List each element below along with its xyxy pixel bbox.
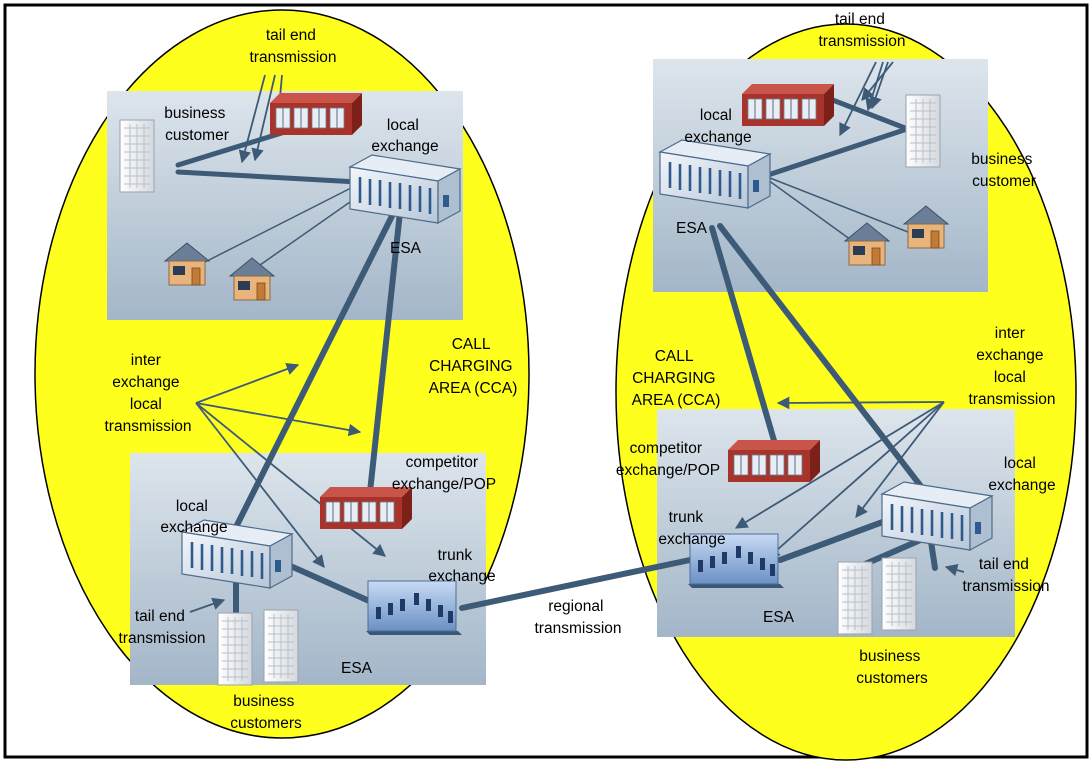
label-tail-end-bottom-right: tail end transmission xyxy=(963,556,1050,595)
left-business-tower-1 xyxy=(217,612,253,686)
label-cca-left: CALL CHARGING AREA (CCA) xyxy=(429,336,518,397)
label-regional-transmission: regional transmission xyxy=(535,598,622,637)
right-competitor-exchange xyxy=(727,439,821,483)
label-trunk-exchange-left: trunk exchange xyxy=(428,547,495,585)
line-right-local-top-to-trunk xyxy=(709,225,785,471)
line-right-local-to-house1 xyxy=(767,179,859,246)
label-trunk-exchange-right: trunk exchange xyxy=(658,509,725,548)
label-tail-end-bottom-left: tail end transmission xyxy=(119,608,206,647)
annotation-arrows xyxy=(189,61,965,613)
label-inter-exchange-left: inter exchange local transmission xyxy=(105,352,192,435)
right-business-tower-1 xyxy=(837,561,873,635)
right-business-customer-tower xyxy=(905,94,941,168)
label-local-exchange-top-left: local exchange xyxy=(371,117,438,155)
label-esa-bottom-right: ESA xyxy=(763,609,795,626)
right-red-exchange-top xyxy=(741,83,835,127)
line-right-local-to-house2 xyxy=(769,177,909,233)
line-right-local-top-to-local-bottom xyxy=(717,223,933,501)
left-business-tower-2 xyxy=(263,609,299,683)
label-esa-top-right: ESA xyxy=(676,220,708,237)
label-cca-right: CALL CHARGING AREA (CCA) xyxy=(632,348,721,409)
line-house2-to-local xyxy=(249,194,361,273)
label-esa-bottom-left: ESA xyxy=(341,660,373,677)
label-business-customer-left: business customer xyxy=(164,105,230,144)
label-competitor-left: competitor exchange/POP xyxy=(392,454,496,493)
label-local-exchange-bottom-right: local exchange xyxy=(988,455,1055,494)
label-tail-end-top-right: tail end transmission xyxy=(819,11,906,50)
transmission-lines xyxy=(175,89,938,618)
line-business-to-local xyxy=(175,169,361,185)
line-right-trunk-to-local xyxy=(777,517,891,563)
label-local-exchange-bottom-left: local exchange xyxy=(160,498,227,536)
left-red-exchange-top xyxy=(269,92,363,136)
label-business-customer-right: business customer xyxy=(971,151,1037,190)
line-house1-to-local xyxy=(204,186,354,263)
label-local-exchange-top-right: local exchange xyxy=(684,107,751,146)
line-right-red-to-local xyxy=(765,125,913,178)
right-business-tower-2 xyxy=(881,557,917,631)
label-esa-top-left: ESA xyxy=(390,240,422,257)
line-local-top-to-trunk-left xyxy=(367,209,403,495)
left-trunk-exchange xyxy=(365,580,463,636)
label-business-customers-left: business customers xyxy=(230,693,302,732)
left-business-customer-tower xyxy=(119,119,155,193)
label-business-customers-right: business customers xyxy=(856,648,928,687)
line-regional xyxy=(459,557,693,611)
label-competitor-right: competitor exchange/POP xyxy=(616,440,720,479)
line-local-top-to-local-bottom xyxy=(233,207,398,530)
left-competitor-exchange xyxy=(319,486,413,530)
label-tail-end-top-left: tail end transmission xyxy=(250,27,337,66)
label-inter-exchange-right: inter exchange local transmission xyxy=(969,325,1056,408)
